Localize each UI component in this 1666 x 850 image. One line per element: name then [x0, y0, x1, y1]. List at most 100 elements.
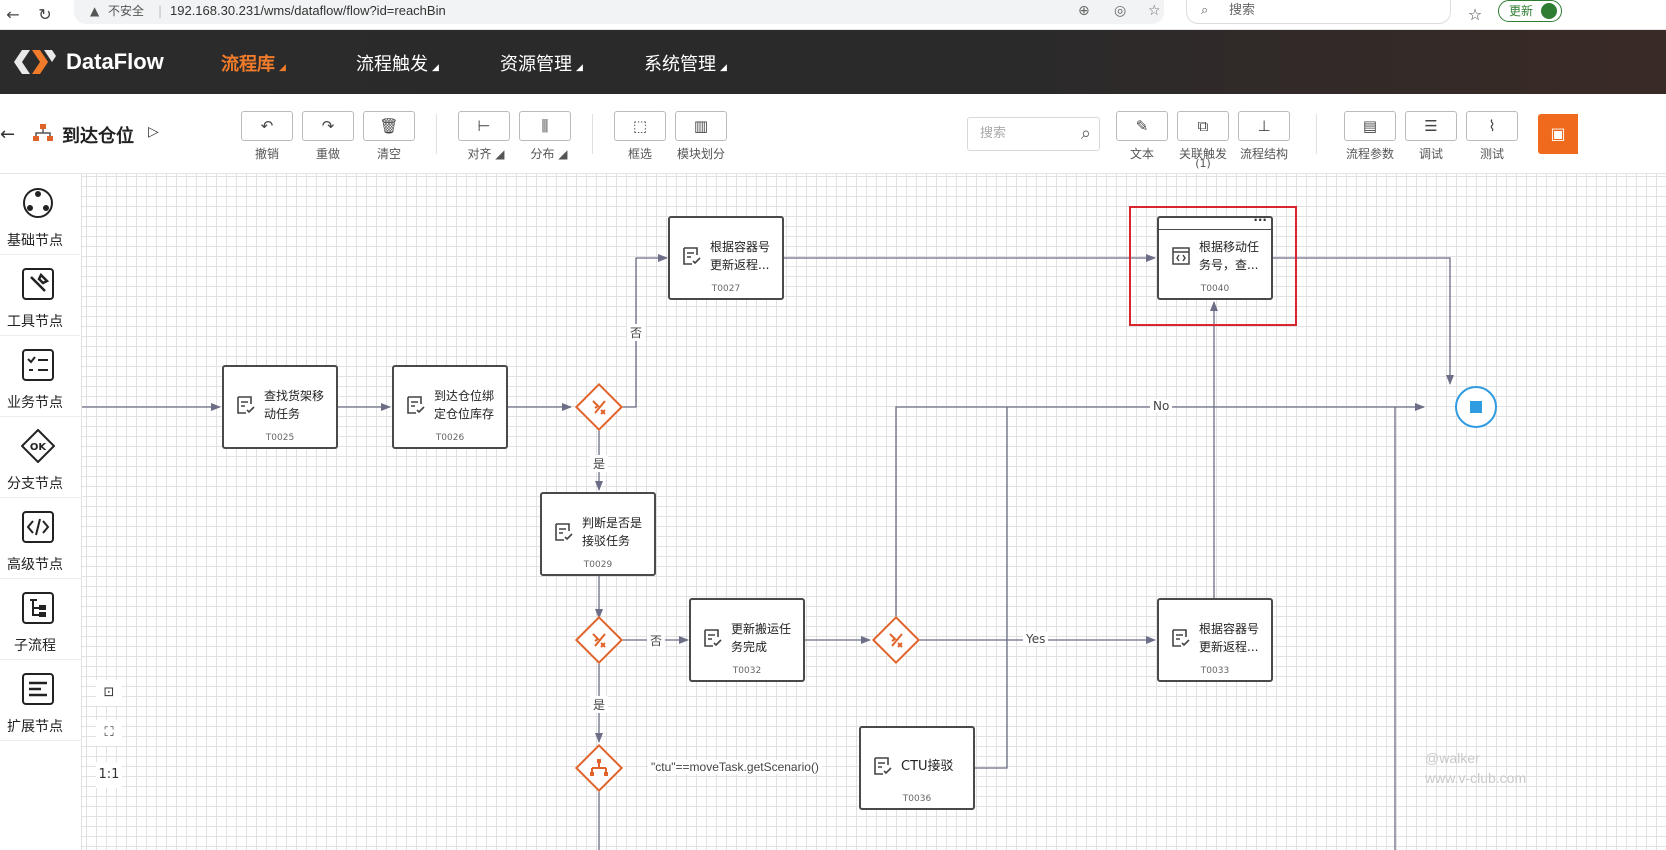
related-trigger-label: 关联触发 — [1178, 147, 1227, 161]
search-icon[interactable]: ⌕ — [1080, 123, 1091, 144]
caret-icon: ◢ — [279, 63, 286, 73]
clear-label: 清空 — [376, 147, 401, 161]
focus-icon[interactable]: ⊡ — [96, 680, 122, 706]
update-button[interactable]: 更新 — [1498, 0, 1562, 22]
clear-button[interactable]: 🗑 — [363, 111, 415, 141]
search-icon: ⌕ — [1201, 3, 1209, 18]
flow-params-button[interactable]: ▤ — [1344, 111, 1396, 141]
nav-flow-trigger[interactable]: 流程触发◢ — [356, 50, 439, 76]
actual-size-button[interactable]: 1:1 — [96, 762, 122, 788]
exclusive-gateway-icon — [592, 400, 606, 415]
sidebar-item-advanced-node[interactable]: 高级节点 — [0, 498, 82, 579]
sliders-icon: ☰ — [1424, 117, 1438, 135]
browser-back-icon[interactable]: ← — [6, 5, 20, 24]
editor-toolbar: ← 到达仓位 ▷ ↶ 撤销 ↷ 重做 🗑 清空 ⊢ 对齐 ◢ ⫼ 分布 ◢ ⬚ … — [0, 94, 1666, 174]
node-code: T0033 — [1200, 666, 1230, 676]
node-t0027[interactable]: 根据容器号更新返程... T0027 — [668, 216, 784, 300]
node-t0032[interactable]: 更新搬运任务完成 T0032 — [689, 598, 805, 682]
profile-avatar — [1541, 3, 1557, 19]
caret-icon: ◢ — [576, 63, 583, 73]
canvas-search-input[interactable]: 搜索 ⌕ — [967, 117, 1100, 151]
node-t0033[interactable]: 根据容器号更新返程... T0033 — [1157, 598, 1273, 682]
task-check-icon — [704, 629, 722, 647]
edge-t0036-end — [975, 407, 1008, 769]
branch-node-icon: OK — [21, 429, 55, 463]
sidebar-label: 扩展节点 — [7, 719, 63, 735]
sidebar-item-branch-node[interactable]: OK 分支节点 — [0, 417, 82, 498]
exclusive-gateway-icon — [889, 633, 903, 648]
node-t0036[interactable]: CTU接驳 T0036 — [859, 726, 975, 810]
edge-label-yes-en: Yes — [1023, 632, 1049, 646]
favorites-icon[interactable]: ☆ — [1467, 5, 1483, 24]
box-select-label: 框选 — [627, 147, 652, 161]
task-check-icon — [555, 523, 573, 541]
sidebar-item-basic-node[interactable]: 基础节点 — [0, 174, 82, 255]
toolbar-divider — [592, 114, 593, 154]
sidebar-item-extension-node[interactable]: 扩展节点 — [0, 660, 82, 741]
insecure-label: 不安全 — [108, 4, 145, 18]
translate-icon[interactable]: ◎ — [1114, 3, 1127, 19]
text-button[interactable]: ✎ — [1116, 111, 1168, 141]
module-split-button[interactable]: ▥ — [675, 111, 727, 141]
flow-structure-icon: ⊥ — [1257, 117, 1271, 135]
nav-flow-library[interactable]: 流程库◢ — [221, 50, 286, 76]
sidebar-label: 分支节点 — [7, 476, 63, 492]
undo-button[interactable]: ↶ — [241, 111, 293, 141]
flow-params-label: 流程参数 — [1345, 147, 1394, 161]
distribute-button[interactable]: ⫼ — [519, 111, 571, 141]
node-header-bar — [1159, 218, 1271, 230]
node-t0026[interactable]: 到达仓位绑定仓位库存 T0026 — [392, 365, 508, 449]
sidebar-item-tool-node[interactable]: 工具节点 — [0, 255, 82, 336]
nav-system-management[interactable]: 系统管理◢ — [644, 50, 727, 76]
nav-resource-management[interactable]: 资源管理 ◢ — [500, 50, 583, 76]
node-t0025[interactable]: 查找货架移动任务 T0025 — [222, 365, 338, 449]
align-label: 对齐 ◢ — [467, 147, 505, 161]
fit-screen-icon[interactable]: ⛶ — [96, 720, 122, 746]
edge-t0040-end — [1273, 257, 1454, 385]
bookmark-star-icon[interactable]: ☆ — [1148, 3, 1161, 19]
zoom-icon[interactable]: ⊕ — [1078, 3, 1090, 19]
node-t0040[interactable]: ··· 根据移动任务号，查... T0040 — [1157, 213, 1273, 300]
node-t0029[interactable]: 判断是否是接驳任务 T0029 — [540, 492, 656, 576]
browser-search[interactable]: ⌕ 搜索 — [1186, 0, 1451, 24]
align-button[interactable]: ⊢ — [458, 111, 510, 141]
app-header: DataFlow 流程库◢ 流程触发◢ 资源管理◢ 系统管理◢ — [0, 30, 1666, 94]
node-title: 查找货架移动任务 — [264, 389, 325, 421]
flow-structure-button[interactable]: ⊥ — [1238, 111, 1290, 141]
node-title: 判断是否是接驳任务 — [582, 516, 643, 548]
test-button[interactable]: ⌇ — [1466, 111, 1518, 141]
edge-label-condition: "ctu"==moveTask.getScenario() — [648, 760, 822, 774]
module-split-label: 模块划分 — [676, 147, 725, 161]
end-event-square — [1470, 401, 1482, 413]
svg-text:OK: OK — [30, 442, 48, 453]
flow-canvas[interactable]: 查找货架移动任务 T0025 到达仓位绑定仓位库存 T0026 根据容器号更新返… — [82, 174, 1666, 850]
text-icon: ✎ — [1135, 117, 1149, 135]
box-select-button[interactable]: ⬚ — [614, 111, 666, 141]
sidebar-label: 高级节点 — [7, 557, 63, 573]
redo-icon: ↷ — [321, 117, 335, 135]
save-button[interactable]: ▣ — [1538, 114, 1578, 154]
redo-button[interactable]: ↷ — [302, 111, 354, 141]
address-bar[interactable]: ▲ 不安全 | 192.168.30.231/wms/dataflow/flow… — [74, 0, 1164, 24]
related-trigger-button[interactable]: ⧉ — [1177, 111, 1229, 141]
debug-label: 调试 — [1418, 147, 1443, 161]
tool-node-icon — [22, 268, 54, 300]
node-code: T0027 — [711, 284, 741, 294]
edge-gw3-end — [895, 403, 1425, 618]
more-dots-icon[interactable]: ··· — [1253, 213, 1267, 227]
canvas-search-placeholder: 搜索 — [980, 126, 1007, 141]
back-arrow-icon[interactable]: ← — [0, 124, 16, 145]
nav-label: 资源管理 — [500, 54, 572, 75]
browser-reload-icon[interactable]: ↻ — [38, 5, 52, 24]
flow-params-icon: ▤ — [1362, 117, 1378, 135]
debug-button[interactable]: ☰ — [1405, 111, 1457, 141]
edit-title-icon[interactable]: ▷ — [148, 124, 159, 140]
sidebar-item-business-node[interactable]: 业务节点 — [0, 336, 82, 417]
advanced-node-icon — [22, 511, 54, 543]
task-check-icon — [1172, 629, 1190, 647]
undo-icon: ↶ — [260, 117, 274, 135]
node-code: T0025 — [265, 433, 295, 443]
sidebar-label: 基础节点 — [7, 233, 63, 249]
sidebar-item-subflow[interactable]: 子流程 — [0, 579, 82, 660]
url-text[interactable]: 192.168.30.231/wms/dataflow/flow?id=reac… — [170, 3, 446, 18]
